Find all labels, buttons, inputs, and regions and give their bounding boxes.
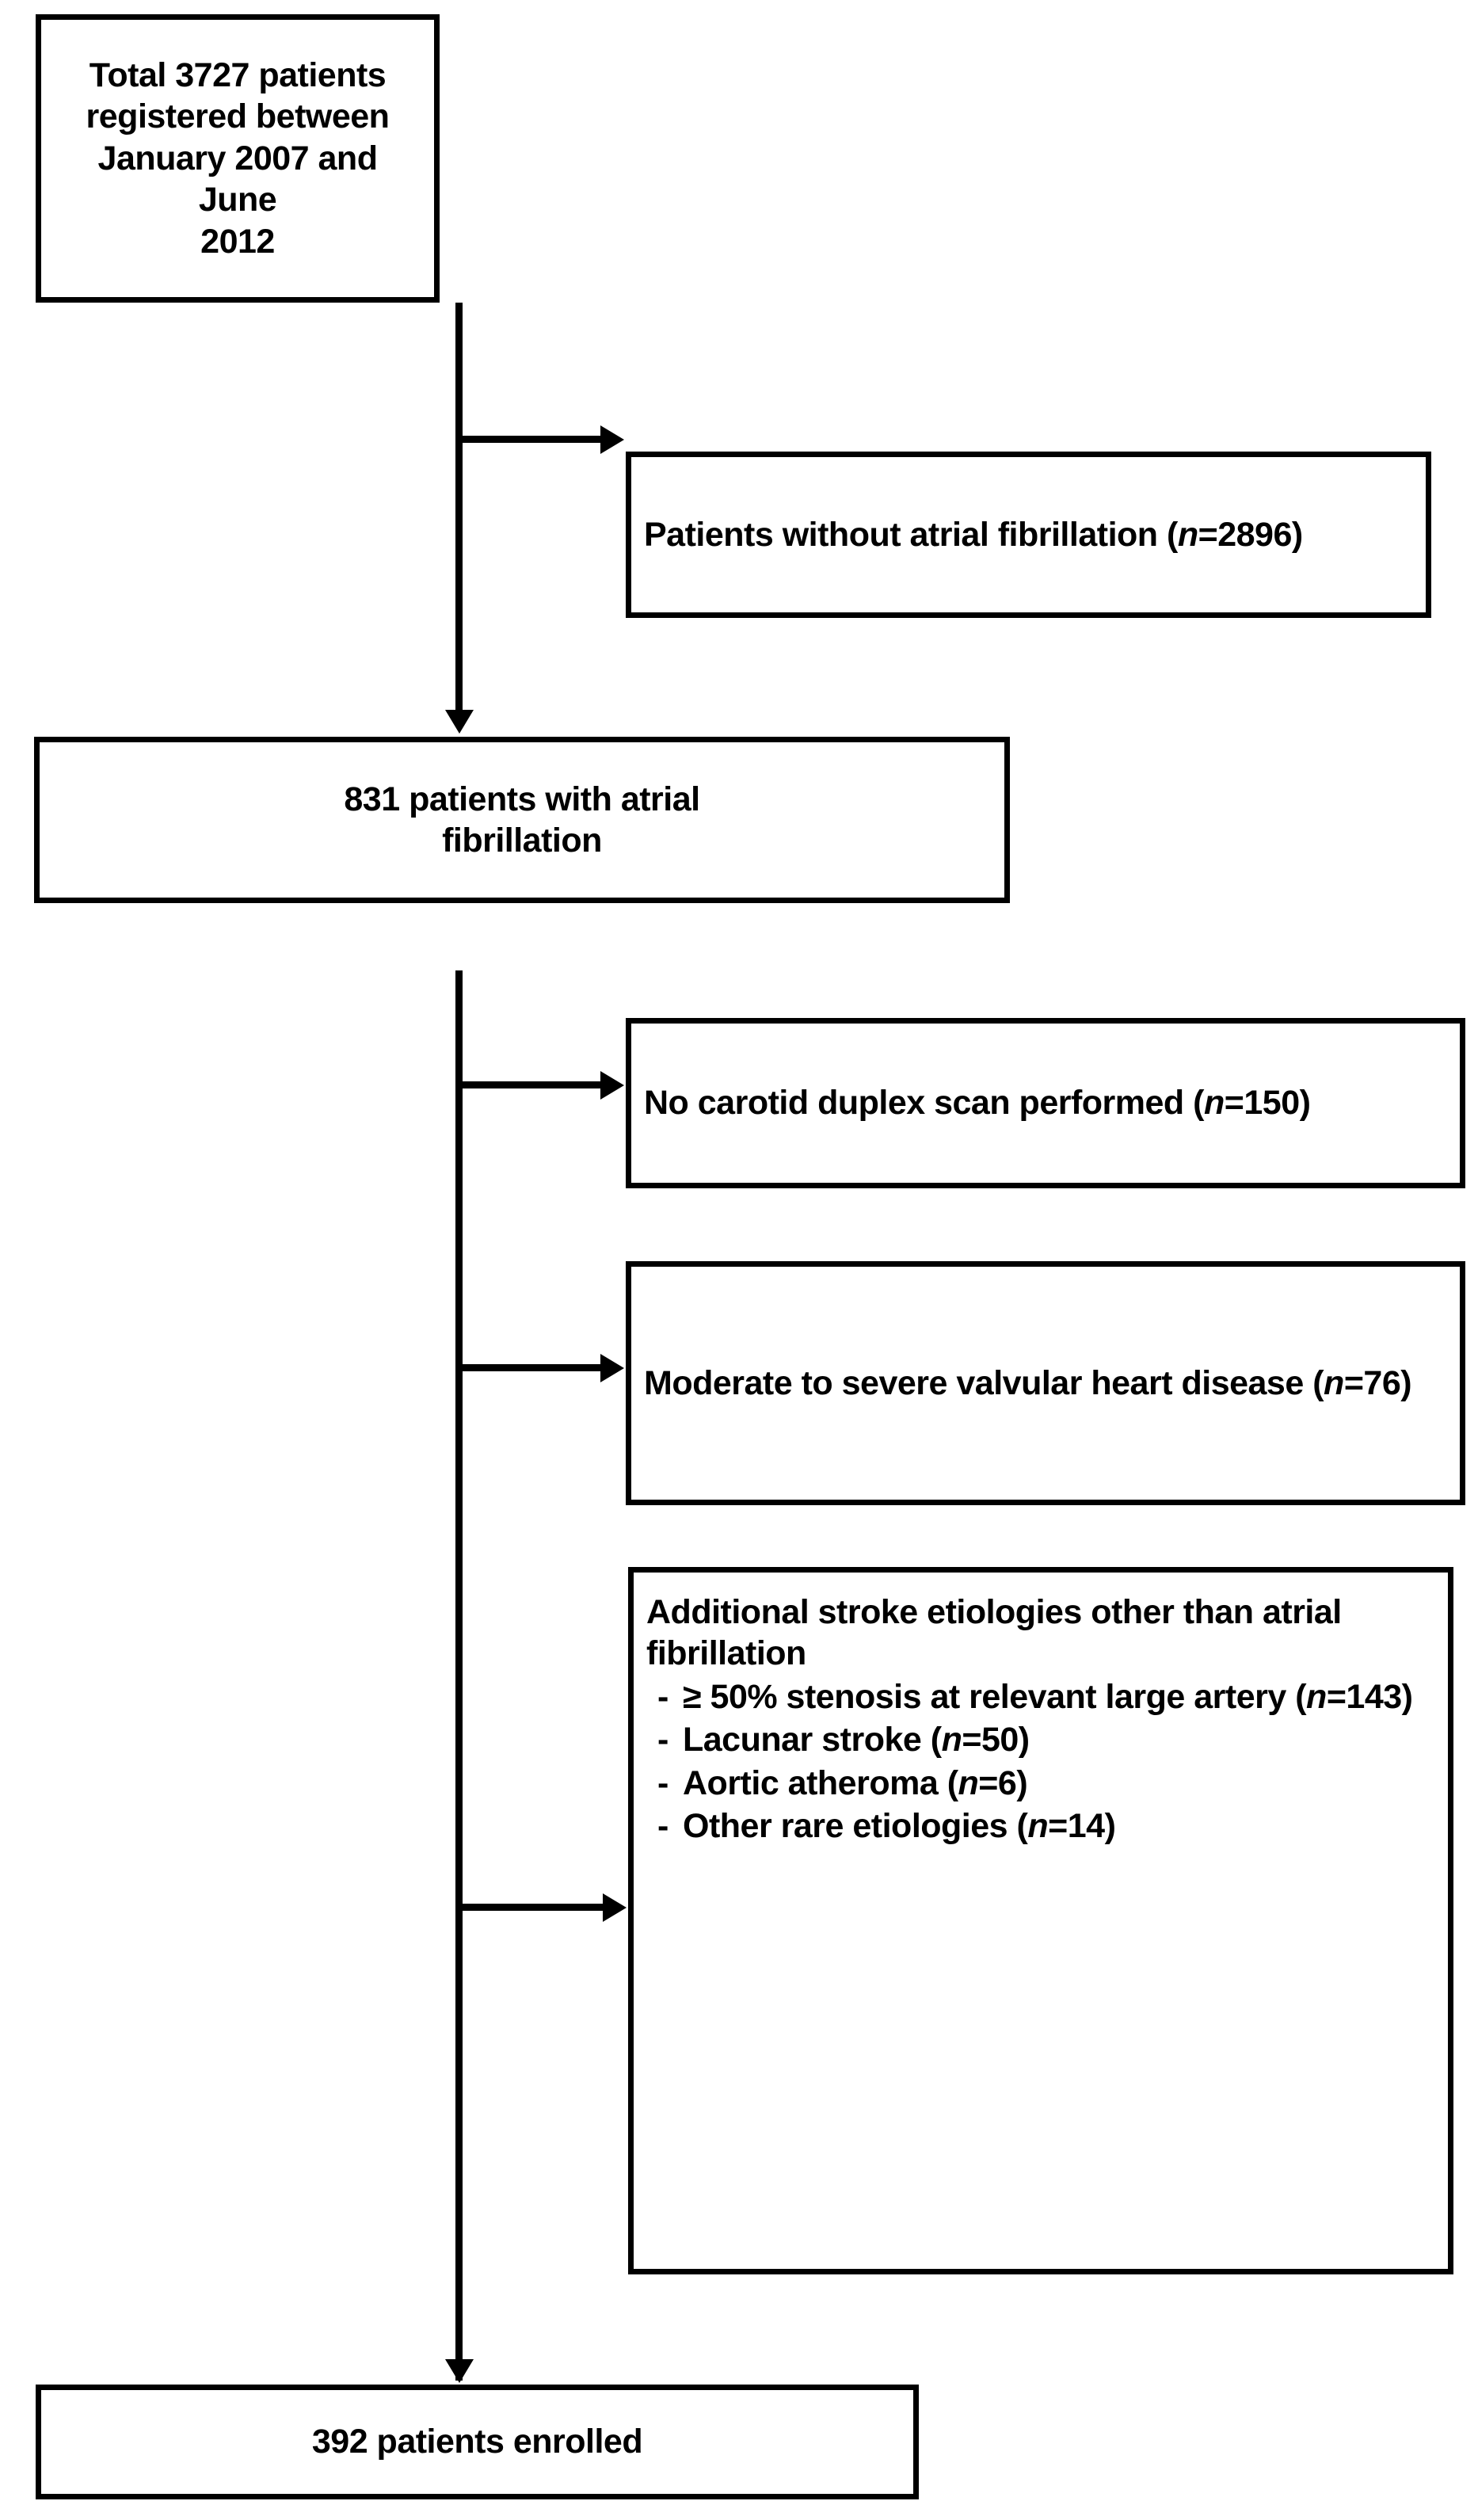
arrowhead-to-with-af xyxy=(445,710,474,734)
etiologies-bullet-list: - ≥ 50% stenosis at relevant large arter… xyxy=(646,1676,1435,1847)
node-text-line: fibrillation xyxy=(442,822,602,860)
n-symbol: n xyxy=(1177,515,1198,554)
n-symbol: n xyxy=(1203,1084,1225,1123)
etiology-count: =50) xyxy=(962,1721,1030,1759)
dash-bullet-icon: - xyxy=(657,1721,669,1759)
node-excluded-no-duplex-scan-text: No carotid duplex scan performed (n=150) xyxy=(631,1082,1460,1123)
connector-trunk-lower xyxy=(455,970,463,2381)
etiology-label: ≥ 50% stenosis at relevant large artery … xyxy=(683,1677,1307,1716)
node-excluded-other-etiologies: Additional stroke etiologies other than … xyxy=(628,1567,1453,2274)
node-excluded-no-af-text: Patients without atrial fibrillation (n=… xyxy=(631,514,1426,555)
connector-branch-to-other-etiologies xyxy=(455,1904,604,1911)
connector-trunk-upper xyxy=(455,303,463,715)
node-excluded-valvular-disease-text: Moderate to severe valvular heart diseas… xyxy=(631,1363,1460,1404)
etiologies-heading: Additional stroke etiologies other than … xyxy=(646,1593,1342,1673)
node-text-line: 2012 xyxy=(200,222,275,261)
exclusion-count: =2896) xyxy=(1198,515,1304,554)
node-text-line: Total 3727 patients xyxy=(89,55,387,94)
node-patients-with-af-text: 831 patients with atrial fibrillation xyxy=(40,779,1004,862)
exclusion-count: =76) xyxy=(1343,1363,1412,1402)
node-patients-with-af: 831 patients with atrial fibrillation xyxy=(34,737,1010,903)
arrowhead-to-enrolled xyxy=(445,2359,474,2383)
list-item: - ≥ 50% stenosis at relevant large arter… xyxy=(646,1676,1435,1717)
list-item-body: Lacunar stroke (n=50) xyxy=(683,1719,1435,1760)
list-item-body: Other rare etiologies (n=14) xyxy=(683,1805,1435,1847)
etiology-label: Aortic atheroma ( xyxy=(683,1763,958,1802)
node-total-registered: Total 3727 patients registered between J… xyxy=(36,14,440,303)
n-symbol: n xyxy=(958,1763,979,1802)
dash-bullet-icon: - xyxy=(657,1763,669,1802)
etiology-label: Lacunar stroke ( xyxy=(683,1721,942,1759)
exclusion-label: Moderate to severe valvular heart diseas… xyxy=(644,1363,1324,1402)
exclusion-count: =150) xyxy=(1224,1084,1311,1123)
etiology-label: Other rare etiologies ( xyxy=(683,1807,1028,1846)
list-item: - Other rare etiologies (n=14) xyxy=(646,1805,1435,1847)
arrowhead-to-other-etiologies xyxy=(603,1893,627,1922)
node-excluded-other-etiologies-text: Additional stroke etiologies other than … xyxy=(634,1573,1448,1847)
connector-branch-to-no-duplex xyxy=(455,1081,602,1088)
node-text-line: January 2007 and June xyxy=(97,139,378,219)
list-item-body: Aortic atheroma (n=6) xyxy=(683,1763,1435,1804)
n-symbol: n xyxy=(1324,1363,1344,1402)
node-total-registered-text: Total 3727 patients registered between J… xyxy=(41,55,434,262)
list-item: - Aortic atheroma (n=6) xyxy=(646,1763,1435,1804)
etiology-count: =14) xyxy=(1048,1807,1116,1846)
arrowhead-to-valvular xyxy=(600,1354,624,1382)
node-text-line: registered between xyxy=(86,97,390,136)
n-symbol: n xyxy=(941,1721,962,1759)
exclusion-label: No carotid duplex scan performed ( xyxy=(644,1084,1204,1123)
etiology-count: =143) xyxy=(1326,1677,1413,1716)
node-text-line: 831 patients with atrial xyxy=(344,780,700,818)
node-excluded-no-duplex-scan: No carotid duplex scan performed (n=150) xyxy=(626,1018,1465,1188)
arrowhead-to-no-af xyxy=(600,425,624,454)
list-item-body: ≥ 50% stenosis at relevant large artery … xyxy=(683,1676,1435,1717)
node-excluded-no-af: Patients without atrial fibrillation (n=… xyxy=(626,452,1431,618)
node-excluded-valvular-disease: Moderate to severe valvular heart diseas… xyxy=(626,1261,1465,1505)
etiology-count: =6) xyxy=(978,1763,1028,1802)
dash-bullet-icon: - xyxy=(657,1677,669,1716)
n-symbol: n xyxy=(1306,1677,1327,1716)
node-patients-enrolled: 392 patients enrolled xyxy=(36,2385,919,2499)
exclusion-label: Patients without atrial fibrillation ( xyxy=(644,515,1178,554)
dash-bullet-icon: - xyxy=(657,1807,669,1846)
node-patients-enrolled-text: 392 patients enrolled xyxy=(311,2423,643,2461)
n-symbol: n xyxy=(1027,1807,1049,1846)
connector-branch-to-no-af xyxy=(455,436,602,443)
connector-branch-to-valvular xyxy=(455,1364,602,1371)
list-item: - Lacunar stroke (n=50) xyxy=(646,1719,1435,1760)
arrowhead-to-no-duplex xyxy=(600,1071,624,1100)
